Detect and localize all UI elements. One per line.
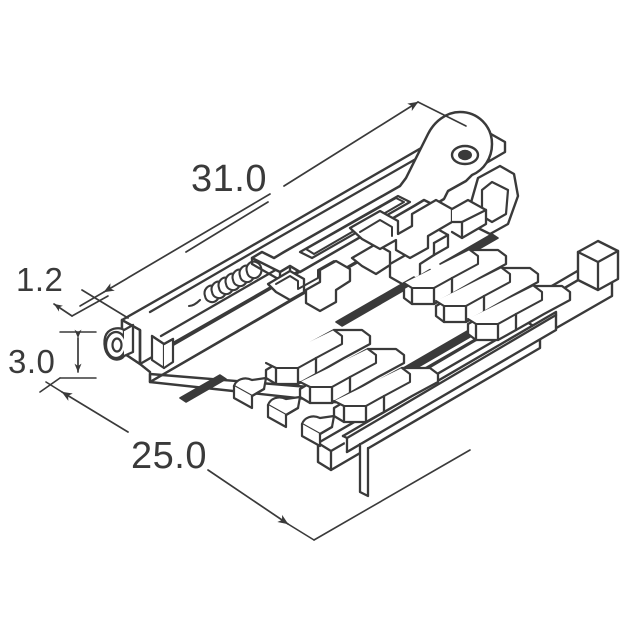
dimension-leader-12	[81, 289, 129, 319]
contact-terminal	[402, 248, 508, 306]
dimension-leader-31	[185, 201, 269, 253]
middle-rib	[348, 198, 488, 260]
contact-terminal-with-tab	[266, 347, 406, 429]
contact-row-rear	[402, 248, 572, 342]
dimension-label-thickness: 1.2	[16, 261, 64, 298]
dimension-extension-25	[39, 377, 471, 541]
dimension-line-31	[79, 101, 467, 307]
right-cube-block	[576, 239, 620, 292]
contact-row-front	[232, 328, 440, 448]
dimension-line-30	[59, 329, 97, 379]
housing-boss-cylinder	[103, 323, 135, 361]
coil-spring	[187, 260, 263, 308]
contact-terminal	[434, 266, 540, 324]
housing-left-slot	[150, 334, 175, 370]
contact-terminal	[466, 284, 572, 342]
dimension-line-25	[45, 381, 315, 541]
contact-terminal-with-tab	[232, 328, 372, 410]
dimension-label-width: 25.0	[131, 435, 207, 477]
front-rail-bar	[316, 310, 558, 498]
dimension-label-height: 3.0	[8, 343, 56, 380]
dimension-line-12	[53, 295, 109, 317]
contact-terminal-with-tab	[300, 366, 440, 448]
dimension-label-length: 31.0	[191, 158, 267, 200]
